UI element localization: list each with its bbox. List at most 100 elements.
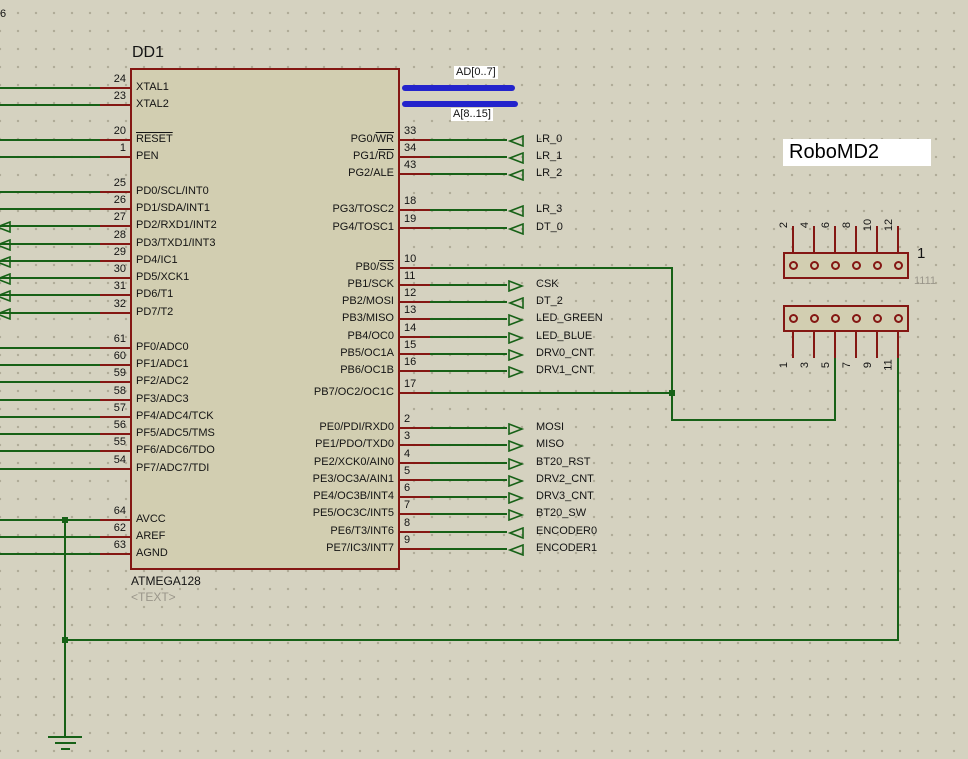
connector-bottom-pin[interactable] <box>855 332 857 358</box>
connector-top-pin[interactable] <box>792 226 794 252</box>
ground-symbol-bar[interactable] <box>61 748 70 750</box>
wire-left-pin-25[interactable] <box>0 191 100 193</box>
terminal-input-DT_2[interactable] <box>507 296 525 310</box>
net-label[interactable]: LR_3 <box>536 203 563 215</box>
wire-connector-pin11-vertical[interactable] <box>897 358 899 641</box>
bus-ad0-7[interactable] <box>402 85 515 91</box>
pin-stub-57[interactable] <box>100 416 130 418</box>
pin-stub-56[interactable] <box>100 433 130 435</box>
wire-left-pin-32[interactable] <box>0 312 100 314</box>
wire-left-pin-30[interactable] <box>0 277 100 279</box>
wire-net-DRV0_CNT[interactable] <box>430 353 507 355</box>
wire-left-pin-26[interactable] <box>0 208 100 210</box>
pin-stub-18[interactable] <box>400 209 430 211</box>
net-label[interactable]: LR_1 <box>536 150 563 162</box>
wire-left-pin-54[interactable] <box>0 468 100 470</box>
pin-stub-4[interactable] <box>400 462 430 464</box>
connector-bottom-pin[interactable] <box>834 332 836 358</box>
terminal-output-DRV2_CNT[interactable] <box>507 474 525 488</box>
terminal-input-LR_3[interactable] <box>507 204 525 218</box>
pin-stub-59[interactable] <box>100 381 130 383</box>
pin-stub-24[interactable] <box>100 87 130 89</box>
terminal-output-DRV0_CNT[interactable] <box>507 348 525 362</box>
net-label[interactable]: ENCODER0 <box>536 525 598 537</box>
wire-left-pin-59[interactable] <box>0 381 100 383</box>
pin-stub-30[interactable] <box>100 277 130 279</box>
terminal-input-clipped[interactable] <box>0 307 12 321</box>
wire-pb0-horizontal[interactable] <box>430 267 672 269</box>
pin-stub-28[interactable] <box>100 243 130 245</box>
net-label[interactable]: DRV1_CNT <box>536 364 594 376</box>
connector-top-pin[interactable] <box>897 226 899 252</box>
wire-net-LR_1[interactable] <box>430 156 507 158</box>
net-label[interactable]: DRV3_CNT <box>536 490 594 502</box>
wire-net-DRV2_CNT[interactable] <box>430 479 507 481</box>
pin-stub-34[interactable] <box>400 156 430 158</box>
wire-left-pin-29[interactable] <box>0 260 100 262</box>
terminal-output-DRV1_CNT[interactable] <box>507 365 525 379</box>
pin-stub-33[interactable] <box>400 139 430 141</box>
wire-left-pin-63[interactable] <box>0 553 100 555</box>
terminal-output-LED_BLUE[interactable] <box>507 331 525 345</box>
pin-stub-43[interactable] <box>400 173 430 175</box>
pin-stub-2[interactable] <box>400 427 430 429</box>
net-label[interactable]: BT20_SW <box>536 507 587 519</box>
pin-stub-61[interactable] <box>100 347 130 349</box>
wire-left-pin-58[interactable] <box>0 399 100 401</box>
terminal-input-LR_2[interactable] <box>507 168 525 182</box>
pin-stub-3[interactable] <box>400 444 430 446</box>
wire-net-MISO[interactable] <box>430 444 507 446</box>
pin-stub-26[interactable] <box>100 208 130 210</box>
ground-symbol-bar[interactable] <box>55 742 76 744</box>
net-label[interactable]: LED_GREEN <box>536 312 603 324</box>
pin-stub-17[interactable] <box>400 392 430 394</box>
net-label[interactable]: LED_BLUE <box>536 330 593 342</box>
pin-stub-20[interactable] <box>100 139 130 141</box>
pin-stub-16[interactable] <box>400 370 430 372</box>
pin-stub-23[interactable] <box>100 104 130 106</box>
wire-net-CSK[interactable] <box>430 284 507 286</box>
wire-net-ENCODER1[interactable] <box>430 548 507 550</box>
net-label[interactable]: DT_0 <box>536 221 563 233</box>
bus-a8-15[interactable] <box>402 101 518 107</box>
pin-stub-7[interactable] <box>400 513 430 515</box>
pin-stub-19[interactable] <box>400 227 430 229</box>
connector-top-body[interactable] <box>783 252 909 279</box>
wire-left-pin-1[interactable] <box>0 156 100 158</box>
wire-ground-run-vertical[interactable] <box>64 520 66 738</box>
ground-symbol-bar[interactable] <box>48 736 82 738</box>
net-label[interactable]: CSK <box>536 278 559 290</box>
wire-left-pin-57[interactable] <box>0 416 100 418</box>
net-label[interactable]: LR_0 <box>536 133 563 145</box>
net-label[interactable]: MOSI <box>536 421 565 433</box>
terminal-input-ENCODER0[interactable] <box>507 526 525 540</box>
pin-stub-15[interactable] <box>400 353 430 355</box>
wire-left-pin-64[interactable] <box>0 519 100 521</box>
pin-stub-31[interactable] <box>100 294 130 296</box>
module-title[interactable]: RoboMD2 <box>783 139 931 166</box>
pin-stub-8[interactable] <box>400 531 430 533</box>
terminal-output-LED_GREEN[interactable] <box>507 313 525 327</box>
pin-stub-11[interactable] <box>400 284 430 286</box>
wire-left-pin-20[interactable] <box>0 139 100 141</box>
wire-left-pin-31[interactable] <box>0 294 100 296</box>
net-label[interactable]: BT20_RST <box>536 456 591 468</box>
terminal-input-ENCODER1[interactable] <box>507 543 525 557</box>
pin-stub-60[interactable] <box>100 364 130 366</box>
connector-bottom-body[interactable] <box>783 305 909 332</box>
terminal-input-LR_1[interactable] <box>507 151 525 165</box>
wire-left-pin-55[interactable] <box>0 450 100 452</box>
pin-stub-13[interactable] <box>400 318 430 320</box>
terminal-input-clipped[interactable] <box>0 289 12 303</box>
pin-stub-12[interactable] <box>400 301 430 303</box>
mcu-atmega128-body[interactable] <box>130 68 400 570</box>
wire-net-LR_2[interactable] <box>430 173 507 175</box>
pin-stub-58[interactable] <box>100 399 130 401</box>
wire-pb0-vertical[interactable] <box>671 267 673 421</box>
wire-net-DT_0[interactable] <box>430 227 507 229</box>
terminal-input-clipped[interactable] <box>0 238 12 252</box>
wire-pb7-horizontal[interactable] <box>430 392 672 394</box>
wire-left-pin-56[interactable] <box>0 433 100 435</box>
pin-stub-54[interactable] <box>100 468 130 470</box>
terminal-input-clipped[interactable] <box>0 220 12 234</box>
